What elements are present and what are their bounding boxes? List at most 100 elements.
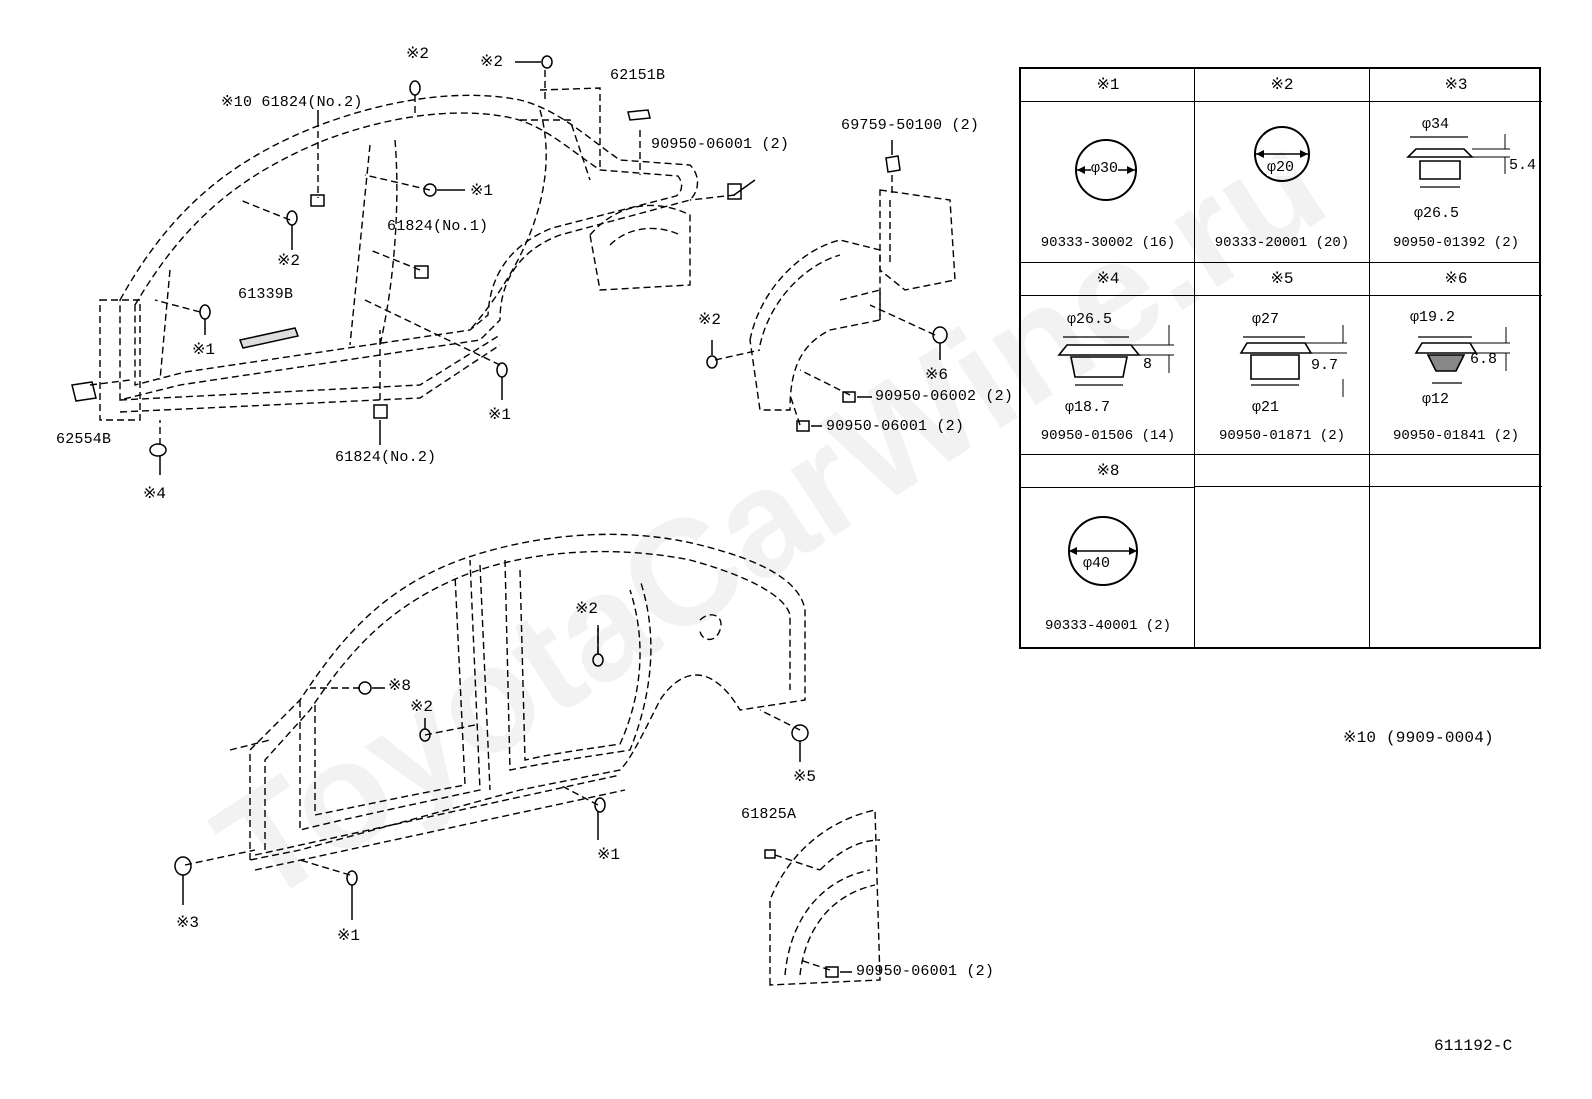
lower-leaders [184,625,801,876]
callout-ref-1: ※1 [192,341,216,359]
callout-ref-1: ※1 [597,846,621,864]
clip-marker [706,355,718,369]
callout-ref-8: ※8 [388,677,412,695]
part-label-61339b: 61339B [238,286,294,303]
dim-label: φ21 [1252,399,1280,416]
clip-marker [423,183,437,197]
plug-clip-icon [1414,327,1510,384]
pad-marker [842,391,856,403]
dim-label: φ34 [1422,116,1450,133]
clip-cell-1: ※1 φ30 90333-30002 (16) [1021,69,1195,262]
dim-label: 9.7 [1311,357,1339,374]
clip-marker [286,210,298,226]
dim-label: φ19.2 [1410,309,1456,326]
dim-label: φ12 [1422,391,1450,408]
block-62554b [71,381,97,402]
dim-label: φ26.5 [1414,205,1460,222]
clip-ref: ※4 [1021,263,1195,296]
plug-clip-icon [1239,325,1347,397]
clip-marker [496,362,508,378]
callout-ref-2: ※2 [480,53,504,71]
clip-ref: ※2 [1195,69,1369,102]
part-label-90950-06001: 90950-06001 (2) [826,418,965,435]
disc-clip-icon [1068,516,1138,586]
part-label-90950-06001: 90950-06001 (2) [651,136,790,153]
pad-marker [764,849,776,859]
clip-marker [592,653,604,667]
plug-4 [149,443,167,457]
clip-part-number: 90333-30002 (16) [1040,235,1176,251]
callout-ref-2: ※2 [698,311,722,329]
clip-cell-2: ※2 φ20 90333-20001 (20) [1195,69,1369,262]
part-label-61824-no2: ※10 61824(No.2) [221,94,363,111]
upper-leaders [89,70,736,445]
clip-marker [594,797,606,813]
part-label-61825a: 61825A [741,806,797,823]
clip-cell-6: ※6 φ19.2 6.8 φ12 90950-01841 (2) [1370,263,1542,454]
clip-marker [409,80,421,96]
callout-ref-2: ※2 [406,45,430,63]
callout-ref-1: ※1 [470,182,494,200]
clip-marker [358,681,372,695]
clip-part-number: 90333-20001 (20) [1214,235,1350,251]
dim-label: φ18.7 [1065,399,1111,416]
block-62151b [627,109,651,121]
plug-clip-icon [1057,325,1174,386]
clip-part-number: 90333-40001 (2) [1044,618,1172,634]
callout-ref-2: ※2 [277,252,301,270]
pad-marker [373,404,388,419]
part-label-69759: 69759-50100 (2) [841,117,980,134]
plug-3 [174,856,192,876]
clip-part-number: 90950-01871 (2) [1218,428,1346,444]
clip-cell-5: ※5 φ27 9.7 φ21 90950-01871 (2) [1195,263,1369,454]
plug-5 [791,724,809,742]
part-label-61824-no1: 61824(No.1) [387,218,489,235]
upper-body-side-panel [99,87,699,421]
pad-marker [796,420,810,432]
part-label-90950-06001: 90950-06001 (2) [856,963,995,980]
dim-label: φ26.5 [1067,311,1113,328]
plug-6 [932,326,948,344]
clip-ref: ※3 [1370,69,1542,102]
disc-clip-icon [1254,126,1310,182]
wheelhouse-panel [714,175,956,426]
clip-marker [541,55,553,69]
callout-ref-6: ※6 [925,366,949,384]
callout-ref-4: ※4 [143,485,167,503]
dim-label: φ27 [1252,311,1280,328]
callout-ref-5: ※5 [793,768,817,786]
pad-marker [825,966,839,978]
pad-marker [414,265,429,279]
callout-ref-2: ※2 [575,600,599,618]
clip-marker [346,870,358,886]
revision-note: ※10 (9909-0004) [1343,729,1494,747]
lower-body-side-panel [229,533,806,871]
callout-ref-3: ※3 [176,914,200,932]
clip-ref: ※8 [1021,455,1195,488]
diagram-code: 611192-C [1434,1037,1513,1055]
clip-part-number: 90950-01841 (2) [1392,428,1520,444]
clip-ref: ※6 [1370,263,1542,296]
plug-clip-icon [1406,134,1510,188]
clip-cell-3: ※3 φ34 5.4 φ26.5 90950-01392 (2) [1370,69,1542,262]
empty-header-row [1195,455,1542,487]
part-label-61824-no2: 61824(No.2) [335,449,437,466]
part-label-62554b: 62554B [56,431,112,448]
clip-part-number: 90950-01506 (14) [1040,428,1176,444]
insulator-61339b [238,327,300,349]
block-69759 [885,155,901,173]
clip-ref: ※1 [1021,69,1195,102]
dim-label: φ30 [1091,160,1119,177]
dim-label: 8 [1143,356,1153,373]
part-label-90950-06002: 90950-06002 (2) [875,388,1014,405]
clip-cell-8: ※8 φ40 90333-40001 (2) [1021,455,1195,649]
part-label-62151b: 62151B [610,67,666,84]
clip-reference-table: ※1 φ30 90333-30002 (16) ※2 φ20 90333-200… [1019,67,1542,649]
pad-marker [727,183,742,200]
dim-label: 6.8 [1470,351,1498,368]
callout-ref-1: ※1 [337,927,361,945]
rear-quarter-panel [769,809,881,986]
pad-marker [310,194,325,207]
clip-part-number: 90950-01392 (2) [1392,235,1520,251]
clip-cell-4: ※4 φ26.5 8 φ18.7 90950-01506 (14) [1021,263,1195,454]
